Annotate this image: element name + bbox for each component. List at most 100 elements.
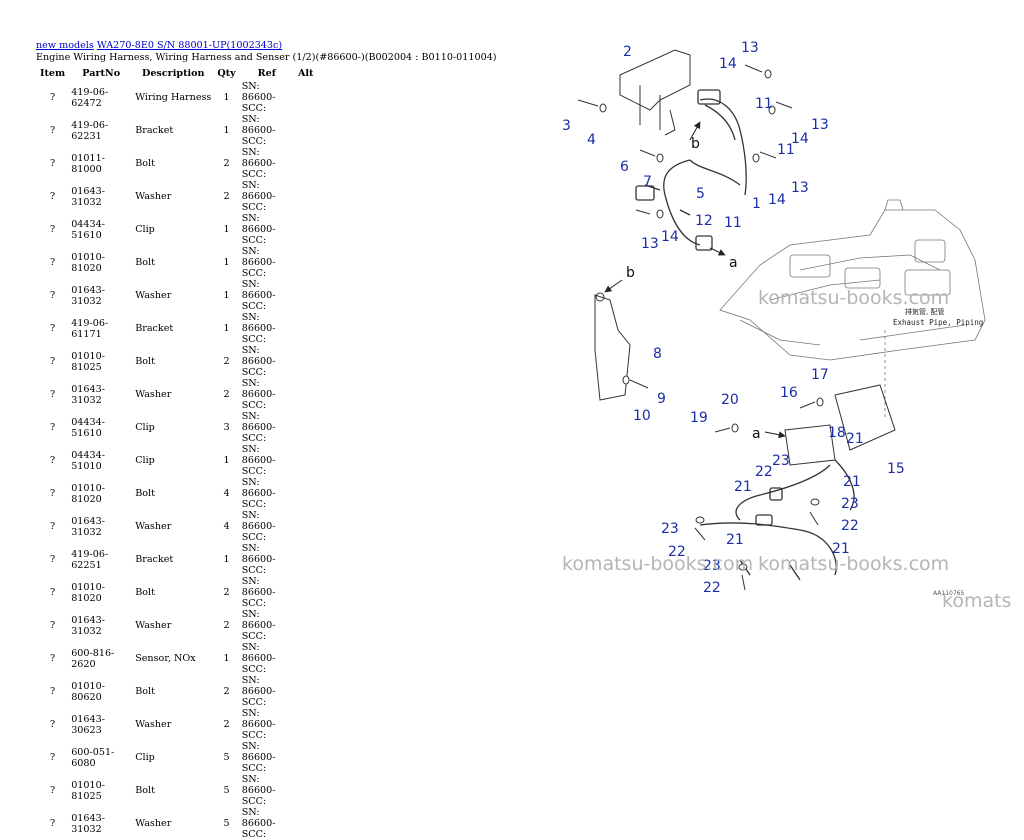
- callout-2: 2: [623, 44, 632, 60]
- cell-description: Clip: [135, 455, 155, 466]
- engine-frame-outline: [719, 199, 986, 420]
- cell-partno: 04434-51010: [71, 449, 105, 472]
- cell-ref: SN: 86600-SCC:: [241, 411, 276, 444]
- cell-qty: 2: [223, 686, 230, 697]
- cell-alt: [294, 213, 318, 246]
- cell-description: Clip: [135, 752, 155, 763]
- cell-alt: [294, 345, 318, 378]
- callout-6: 6: [620, 159, 629, 175]
- watermark-text: komatsu-books.com: [758, 287, 950, 309]
- callout-21: 21: [734, 479, 752, 495]
- callout-21: 21: [726, 532, 744, 548]
- cell-item: ?: [50, 191, 56, 202]
- cell-qty: 3: [223, 422, 230, 433]
- cell-ref: SN: 86600-SCC:: [241, 774, 276, 807]
- cell-qty: 5: [223, 752, 230, 763]
- cell-partno: 600-051-6080: [71, 746, 115, 769]
- cell-partno: 04434-51610: [71, 218, 105, 241]
- cell-ref: SN: 86600-SCC:: [241, 180, 276, 213]
- cell-description: Bolt: [135, 356, 155, 367]
- callout-11: 11: [724, 215, 742, 231]
- cell-ref: SN: 86600-SCC:: [241, 147, 276, 180]
- cell-description: Bolt: [135, 686, 155, 697]
- cell-ref: SN: 86600-SCC:: [241, 510, 276, 543]
- parts-list-panel: new models WA270-8E0 S/N 88001-UP(100234…: [36, 40, 516, 840]
- cell-partno: 01643-31032: [71, 515, 105, 538]
- cell-partno: 419-06-62231: [71, 119, 109, 142]
- cell-alt: [294, 510, 318, 543]
- cell-description: Bolt: [135, 587, 155, 598]
- header-qty: Qty: [217, 68, 236, 79]
- cell-item: ?: [50, 521, 56, 532]
- callout-14: 14: [768, 192, 786, 208]
- watermark-text: komatsu-books.com: [562, 553, 754, 575]
- cell-description: Bolt: [135, 785, 155, 796]
- cell-item: ?: [50, 785, 56, 796]
- callout-labels: 2 13 14 3 4 11 13 14 11 b 6 7 5 1 14 13 …: [562, 40, 905, 596]
- breadcrumb-model-link[interactable]: WA270-8E0 S/N 88001-UP(1002343c): [96, 40, 283, 51]
- wiring-harness-1: [635, 89, 747, 251]
- cell-qty: 1: [223, 257, 230, 268]
- callout-13: 13: [791, 180, 809, 196]
- header-partno: PartNo: [82, 68, 121, 79]
- table-header-row: Item PartNo Description Qty Ref Alt: [36, 67, 318, 81]
- callout-21: 21: [846, 431, 864, 447]
- cell-ref: SN: 86600-SCC:: [241, 609, 276, 642]
- cell-description: Bolt: [135, 488, 155, 499]
- cell-description: Clip: [135, 224, 155, 235]
- callout-15: 15: [887, 461, 905, 477]
- cell-description: Washer: [135, 191, 172, 202]
- cell-qty: 2: [223, 389, 230, 400]
- cell-item: ?: [50, 752, 56, 763]
- header-item: Item: [40, 68, 66, 79]
- cell-ref: SN: 86600-SCC:: [241, 312, 276, 345]
- breadcrumb-new-models-link[interactable]: new models: [36, 40, 94, 51]
- callout-17: 17: [811, 367, 829, 383]
- callout-5: 5: [696, 186, 705, 202]
- callout-23: 23: [703, 558, 721, 574]
- cell-qty: 2: [223, 587, 230, 598]
- cell-qty: 1: [223, 125, 230, 136]
- parts-table: Item PartNo Description Qty Ref Alt ?419…: [36, 67, 318, 840]
- parts-diagram: 2 13 14 3 4 11 13 14 11 b 6 7 5 1 14 13 …: [562, 40, 986, 597]
- callout-b: b: [691, 136, 700, 152]
- cell-partno: 01643-31032: [71, 185, 105, 208]
- cell-ref: SN: 86600-SCC:: [241, 642, 276, 675]
- cell-alt: [294, 543, 318, 576]
- cell-item: ?: [50, 92, 56, 103]
- cell-description: Clip: [135, 422, 155, 433]
- cell-alt: [294, 774, 318, 807]
- header-alt: Alt: [297, 68, 314, 79]
- cell-item: ?: [50, 587, 56, 598]
- callout-16: 16: [780, 385, 798, 401]
- cell-alt: [294, 642, 318, 675]
- cell-ref: SN: 86600-SCC:: [241, 477, 276, 510]
- cell-description: Bracket: [135, 554, 174, 565]
- cell-alt: [294, 741, 318, 774]
- cell-ref: SN: 86600-SCC:: [241, 807, 276, 840]
- cell-item: ?: [50, 356, 56, 367]
- harness-bracket-2: [619, 49, 691, 136]
- header-ref: Ref: [257, 68, 276, 79]
- watermark-text: komats: [942, 590, 1012, 612]
- callout-23: 23: [772, 453, 790, 469]
- cell-description: Sensor, NOx: [135, 653, 196, 664]
- cell-description: Washer: [135, 620, 172, 631]
- cell-description: Washer: [135, 521, 172, 532]
- cell-ref: SN: 86600-SCC:: [241, 378, 276, 411]
- callout-14: 14: [661, 229, 679, 245]
- cell-ref: SN: 86600-SCC:: [241, 81, 276, 114]
- page-subtitle: Engine Wiring Harness, Wiring Harness an…: [36, 52, 497, 63]
- callout-a: a: [752, 426, 761, 442]
- engine-label-en: Exhaust Pipe, Piping: [893, 318, 983, 327]
